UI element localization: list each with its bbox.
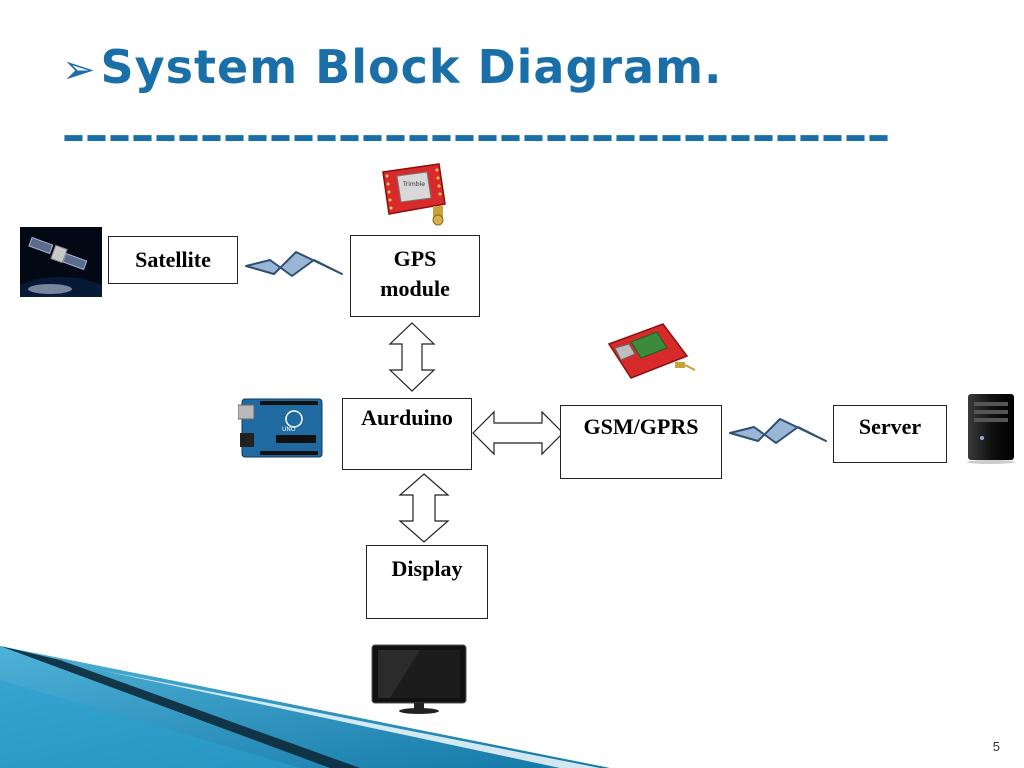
wireless-link-icon	[245, 251, 343, 277]
page-number: 5	[992, 739, 1000, 754]
gsm-gprs-block: GSM/GPRS	[560, 405, 722, 479]
gps-module-board-icon: Trimble	[382, 163, 446, 226]
arduino-board-icon: UNO	[238, 398, 323, 458]
wireless-link-icon	[729, 418, 827, 444]
arduino-label: Aurduino	[361, 405, 453, 430]
decorative-swoosh	[0, 646, 610, 768]
tv-monitor-icon	[371, 644, 467, 714]
satellite-label: Satellite	[135, 247, 211, 272]
gps-label-line2: module	[380, 276, 450, 301]
arduino-block: Aurduino	[342, 398, 472, 470]
slide-title: ➢System Block Diagram.	[62, 40, 723, 94]
display-label: Display	[391, 556, 463, 581]
slide-title-text: System Block Diagram.	[100, 40, 723, 94]
title-underline: –––––––––––––––––––––––––––––––––––––	[62, 108, 892, 162]
double-arrow-arduino-display	[398, 473, 450, 543]
svg-text:Trimble: Trimble	[402, 181, 425, 188]
arrow-bullet-icon: ➢	[62, 47, 97, 93]
gsm-module-board-icon	[607, 323, 696, 379]
gps-module-block: GPS module	[350, 235, 480, 317]
server-block: Server	[833, 405, 947, 463]
server-tower-icon	[967, 394, 1015, 464]
server-label: Server	[858, 414, 922, 439]
svg-text:UNO: UNO	[282, 426, 296, 433]
gsm-gprs-label: GSM/GPRS	[583, 414, 699, 439]
double-arrow-gps-arduino	[388, 322, 436, 392]
satellite-icon	[20, 227, 102, 297]
satellite-block: Satellite	[108, 236, 238, 284]
display-block: Display	[366, 545, 488, 619]
gps-label-line1: GPS	[393, 246, 437, 271]
double-arrow-arduino-gsm	[472, 410, 564, 456]
